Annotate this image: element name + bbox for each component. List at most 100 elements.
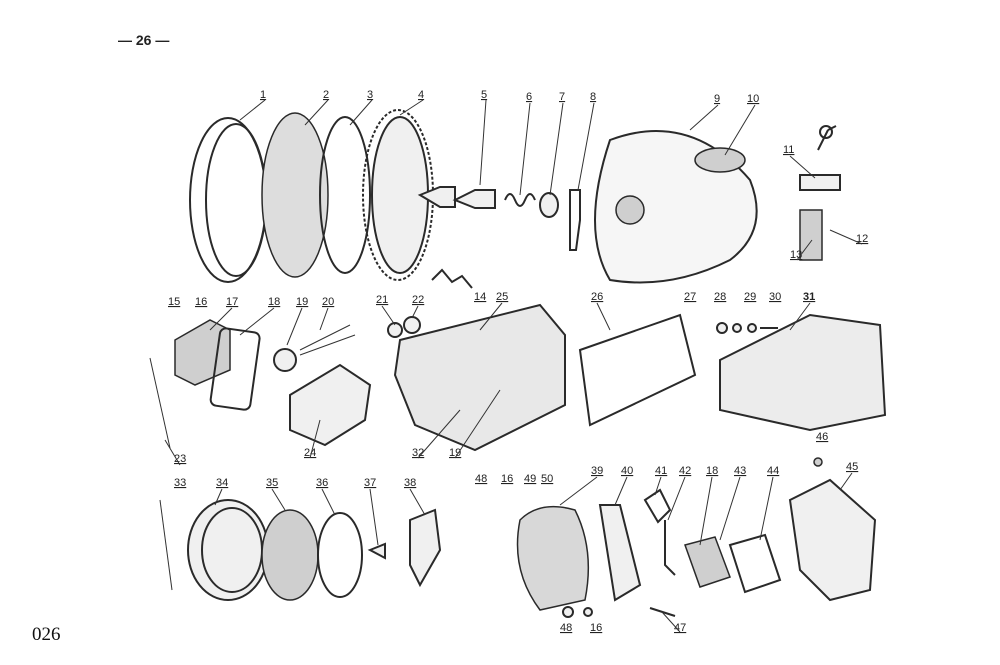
washer [539,192,559,218]
label-35: 35 [266,477,278,489]
pin-33 [159,499,173,591]
headlamp-shell [594,130,758,284]
label-37: 37 [364,477,376,489]
label-25: 25 [496,291,508,303]
label-33: 33 [174,477,186,489]
label-50: 50 [541,473,553,485]
label-18b: 18 [706,465,718,477]
label-4: 4 [418,89,424,101]
label-3: 3 [367,89,373,101]
label-48: 48 [475,473,487,485]
label-29: 29 [744,291,756,303]
label-16b: 16 [501,473,513,485]
rear-lens-39 [516,505,590,611]
page-number: — 26 — [118,32,170,48]
label-41: 41 [655,465,667,477]
rear-lamp-cover [719,313,887,432]
label-22: 22 [412,294,424,306]
label-6: 6 [526,91,532,103]
lens-43 [684,536,731,588]
label-43: 43 [734,465,746,477]
label-20: 20 [322,296,334,308]
bulb-37 [367,542,386,560]
label-19: 19 [296,296,308,308]
tail-lamp-housing [174,319,231,386]
label-27: 27 [684,291,696,303]
label-19b: 19 [449,447,461,459]
part-labels: 1 2 3 4 5 6 7 8 9 10 11 12 13 14 15 16 1… [168,89,868,634]
label-30: 30 [769,291,781,303]
label-26: 26 [591,291,603,303]
label-14: 14 [474,291,486,303]
label-2: 2 [323,89,329,101]
label-17: 17 [226,296,238,308]
clip-41 [643,488,672,524]
label-5: 5 [481,89,487,101]
label-1: 1 [260,89,266,101]
label-48c: 48 [560,622,572,634]
label-44: 44 [767,465,779,477]
washer-16 [583,607,593,617]
bracket-38 [409,508,442,588]
label-9: 9 [714,93,720,105]
washer-29 [747,323,757,333]
bracket-40 [598,504,642,602]
label-39: 39 [591,465,603,477]
frame-44 [728,533,782,594]
label-16: 16 [195,296,207,308]
label-21: 21 [376,294,388,306]
lamp-socket-42 [664,520,676,576]
stop-lamp-unit [289,363,372,447]
switch-body [799,209,823,261]
spring [504,193,536,207]
nut-27 [716,322,728,334]
label-15: 15 [168,296,180,308]
label-12: 12 [856,233,868,245]
bulb-holder [417,186,456,208]
label-8: 8 [590,91,596,103]
washer-28 [732,323,742,333]
leader-lines [164,99,863,633]
mounting-plate [393,303,566,452]
label-42: 42 [679,465,691,477]
label-31: 31 [803,291,815,303]
label-40: 40 [621,465,633,477]
nut [387,322,403,338]
lamp-housing-45 [788,478,877,602]
label-47: 47 [674,622,686,634]
label-32: 32 [412,447,424,459]
bulb-socket [452,189,496,209]
contact-plate [569,189,581,251]
label-38: 38 [404,477,416,489]
screw-46 [813,457,823,467]
wire-hook [431,268,473,289]
label-45: 45 [846,461,858,473]
lens-35 [261,509,319,601]
label-28: 28 [714,291,726,303]
label-24: 24 [304,447,316,459]
headlamp-lens [261,112,329,278]
nut-2 [403,316,421,334]
label-7: 7 [559,91,565,103]
lamp-ring [187,499,269,601]
label-34: 34 [216,477,228,489]
label-11: 11 [783,144,794,156]
label-16c: 16 [590,622,602,634]
label-13: 13 [790,249,802,261]
headlamp-rim [189,117,267,283]
pin-23 [149,357,171,449]
label-18: 18 [268,296,280,308]
gasket-frame [578,313,697,427]
label-10: 10 [747,93,759,105]
wire-leads [299,324,356,356]
label-36: 36 [316,477,328,489]
seal-ring [319,116,371,274]
ignition-switch [799,125,841,191]
reflector-36 [317,512,363,598]
label-49: 49 [524,473,536,485]
tail-lamp-gasket [209,327,261,411]
label-23: 23 [174,453,186,465]
label-46: 46 [816,431,828,443]
tail-bulb [273,348,297,372]
